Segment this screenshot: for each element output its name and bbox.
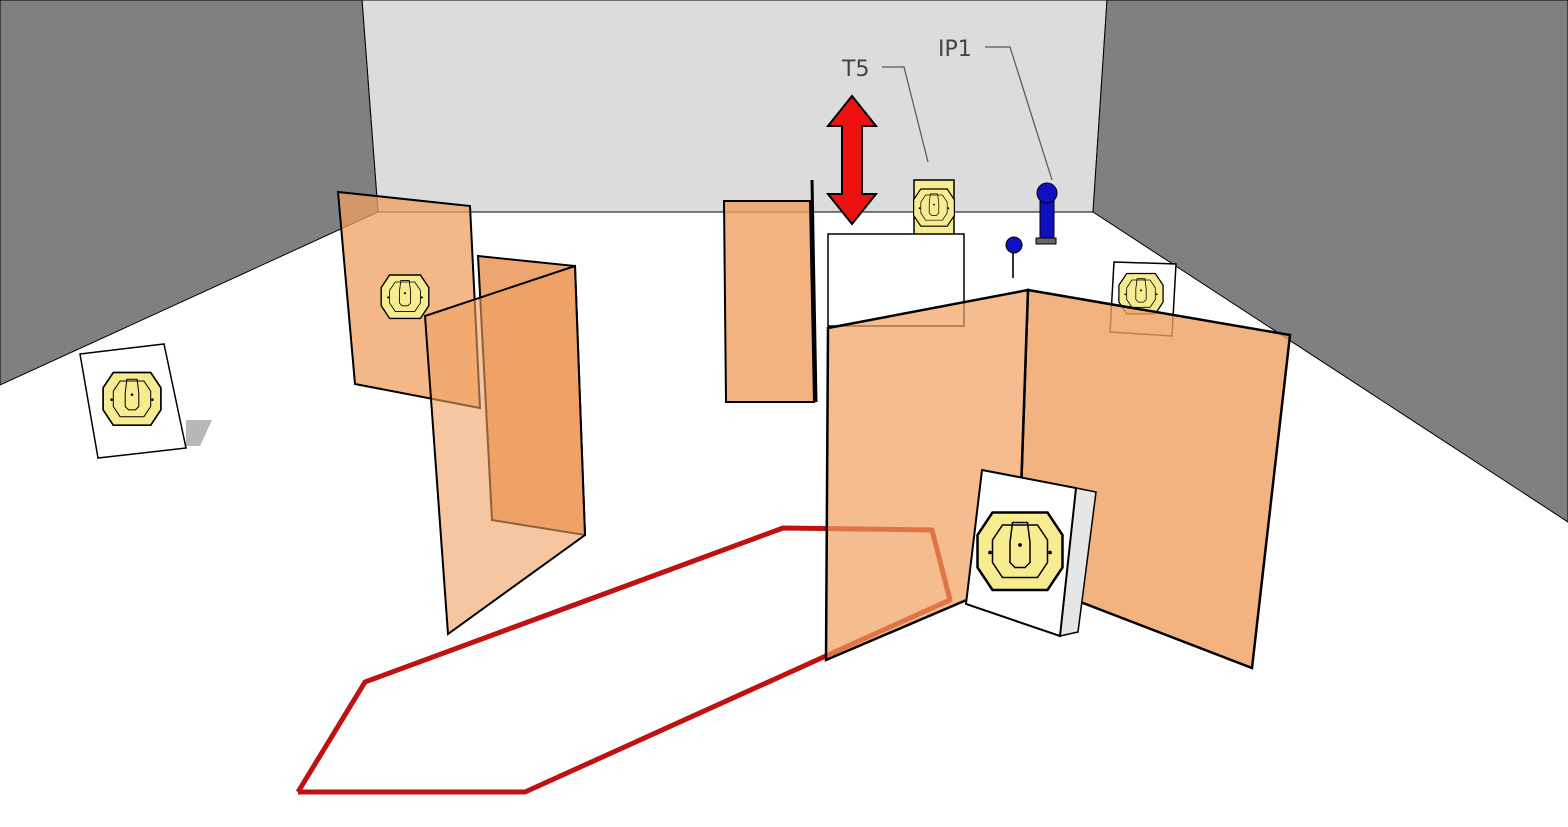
target-t5	[912, 179, 956, 236]
popper-label: IP1	[938, 37, 972, 62]
mini-popper	[1005, 236, 1023, 278]
wall-panel-center	[722, 179, 818, 403]
movement-arrow-icon	[825, 94, 879, 226]
target-front	[964, 468, 1097, 638]
wall-panel-left-mid	[423, 254, 587, 636]
target-leader-line	[882, 66, 929, 163]
popper-leader-line	[985, 46, 1053, 181]
right-wall	[1092, 0, 1568, 523]
back-wall	[361, 0, 1108, 213]
popper-ip1	[1035, 182, 1058, 245]
target-left	[79, 343, 212, 459]
target-label: T5	[841, 57, 869, 82]
